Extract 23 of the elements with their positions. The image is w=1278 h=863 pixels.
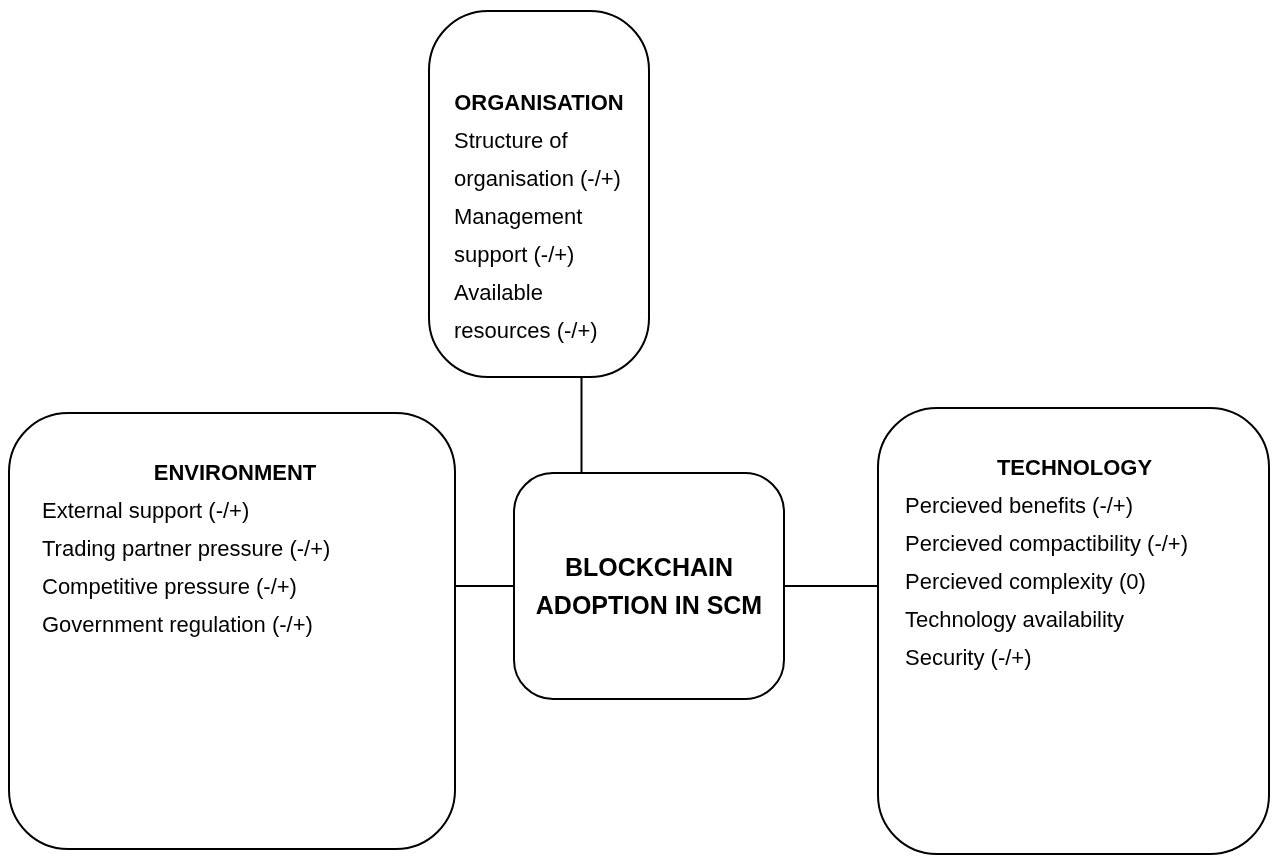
factor-item: Government regulation (-/+) xyxy=(42,611,314,639)
factor-heading: TECHNOLOGY xyxy=(995,454,1154,482)
connector-line xyxy=(784,585,878,587)
factor-item: Structure of organisation (-/+) xyxy=(454,127,622,193)
factor-item: Competitive pressure (-/+) xyxy=(42,573,298,601)
factor-item: Percieved complexity (0) xyxy=(905,568,1147,596)
connector-line xyxy=(580,377,583,473)
connector-line xyxy=(455,585,514,587)
factor-item: Management support (-/+) xyxy=(454,203,584,269)
factor-item: Security (-/+) xyxy=(905,644,1033,672)
factor-box xyxy=(877,407,1270,855)
factor-heading: ORGANISATION xyxy=(454,89,625,117)
factor-item: Available resources (-/+) xyxy=(454,279,599,345)
topic-title: BLOCKCHAIN ADOPTION IN SCM xyxy=(534,552,764,621)
factor-item: Percieved benefits (-/+) xyxy=(905,492,1135,520)
factor-item: Trading partner pressure (-/+) xyxy=(42,535,332,563)
factor-heading: ENVIRONMENT xyxy=(152,459,318,487)
factor-box xyxy=(428,10,650,378)
factor-item: Technology availability xyxy=(905,606,1125,634)
factor-item: Percieved compactibility (-/+) xyxy=(905,530,1190,558)
topic-box xyxy=(513,472,785,700)
factor-box xyxy=(8,412,456,850)
factor-item: External support (-/+) xyxy=(42,497,251,525)
